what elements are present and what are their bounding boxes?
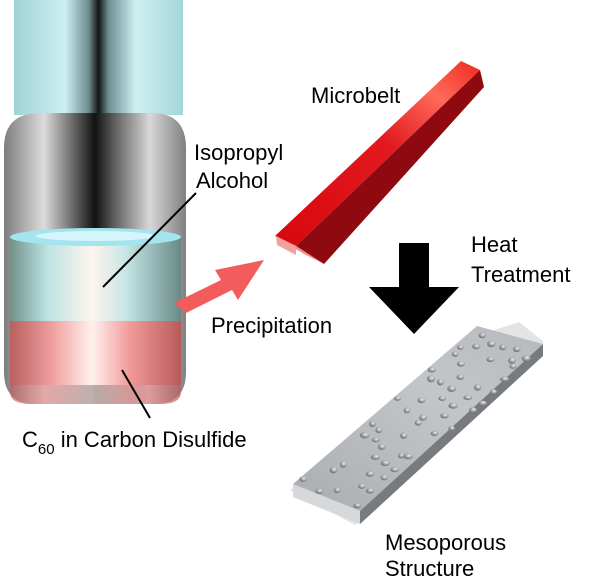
pore [451, 351, 459, 357]
pore [375, 427, 383, 434]
pore [370, 454, 381, 460]
isopropyl-label-line1: Isopropyl [194, 140, 283, 165]
pore [447, 385, 457, 392]
pore [486, 356, 495, 362]
precipitation-arrow [174, 260, 264, 313]
pore [360, 431, 370, 439]
pore [390, 467, 400, 473]
pore [371, 437, 380, 443]
pore [478, 400, 487, 406]
heat-treatment-arrow [369, 243, 459, 334]
c60-prefix: C [22, 427, 38, 452]
pore [499, 376, 510, 382]
pore [398, 452, 405, 459]
heat-label-line2: Treatment [471, 262, 570, 287]
pore [448, 402, 458, 409]
pore [365, 488, 375, 494]
pore [419, 414, 427, 421]
pore [489, 389, 497, 395]
heat-label-line1: Heat [471, 232, 517, 257]
pore [333, 487, 341, 494]
isopropyl-alcohol-layer [10, 237, 181, 321]
pore [339, 461, 347, 468]
c60-label: C60 in Carbon Disulfide [22, 427, 247, 458]
c60-suffix: in Carbon Disulfide [55, 427, 247, 452]
pore [417, 397, 426, 404]
pore [499, 344, 507, 351]
vial-cap [14, 0, 183, 115]
pore [463, 395, 473, 401]
pore [380, 460, 390, 467]
pore [440, 413, 449, 419]
precipitation-label: Precipitation [211, 313, 332, 338]
pore [353, 503, 362, 509]
pore [469, 407, 477, 413]
vial [4, 0, 197, 419]
pore [400, 432, 408, 439]
pore [394, 396, 401, 401]
microbelt [275, 61, 484, 264]
pore [474, 384, 482, 391]
pore [457, 361, 465, 367]
carbon-disulfide-layer [10, 321, 181, 385]
pore [315, 488, 324, 495]
pore [487, 340, 496, 348]
pore [513, 346, 521, 353]
pore [299, 476, 307, 482]
isopropyl-label-line2: Alcohol [196, 168, 268, 193]
pore [438, 396, 447, 401]
pore [403, 453, 413, 460]
c60-subscript: 60 [38, 441, 55, 458]
pore [427, 375, 436, 383]
c60-pointer-line [121, 369, 151, 419]
pore [377, 443, 386, 450]
pore [430, 430, 439, 436]
pore [403, 407, 411, 414]
pore [380, 474, 388, 481]
pore [457, 344, 464, 350]
pore [329, 466, 338, 474]
mesoporous-block [290, 322, 543, 525]
pore [478, 332, 486, 339]
isopropyl-pointer-line [102, 192, 197, 288]
pore [427, 367, 436, 373]
pore [358, 483, 366, 489]
pore [414, 419, 422, 426]
mesoporous-label-line2: Structure [385, 556, 474, 580]
pore [509, 363, 517, 369]
pore [521, 355, 531, 362]
pores [299, 332, 531, 509]
pore [369, 420, 376, 427]
pore [365, 471, 375, 477]
microbelt-label: Microbelt [311, 83, 400, 108]
pore [437, 378, 444, 386]
mesoporous-label-line1: Mesoporous [385, 530, 506, 555]
pore [456, 374, 465, 380]
pore [448, 425, 455, 431]
pore [472, 343, 481, 350]
pore [508, 357, 516, 364]
